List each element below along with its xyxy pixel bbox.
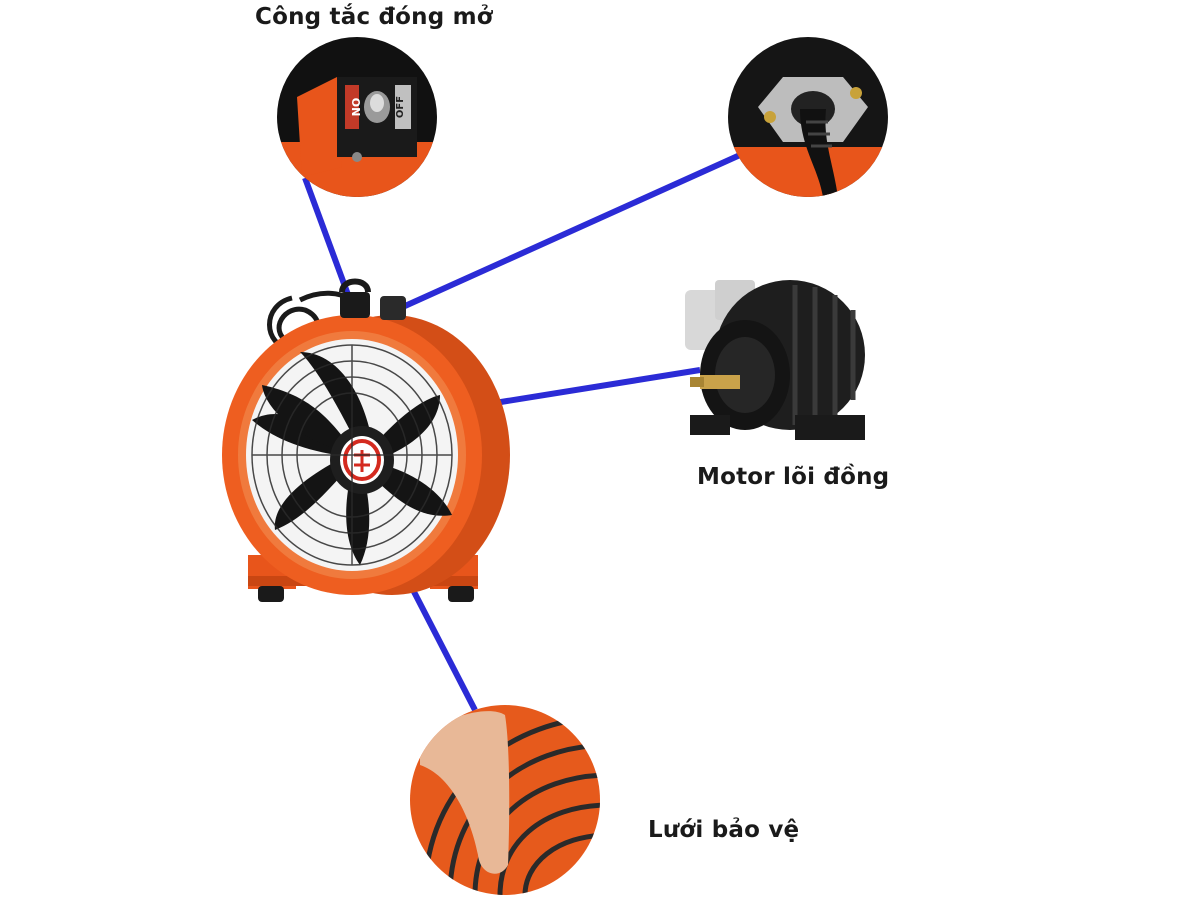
switch-off-marking: OFF (395, 96, 406, 118)
grill-closeup (410, 705, 600, 895)
cable-closeup (728, 37, 888, 197)
motor-label: Motor lõi đồng (697, 464, 890, 490)
power-cable-icon (728, 37, 888, 197)
grill-label: Lưới bảo vệ (648, 817, 800, 843)
toggle-switch-icon: ON OFF (277, 37, 437, 197)
switch-closeup: ON OFF (277, 37, 437, 197)
callout-line-switch (302, 176, 353, 302)
callout-line-cable (383, 152, 742, 318)
protective-grill-icon (410, 705, 600, 895)
switch-label: Công tắc đóng mở (255, 4, 493, 30)
motor-illustration (685, 280, 865, 440)
axial-fan-illustration (222, 278, 510, 602)
switch-on-marking: ON (349, 98, 362, 117)
